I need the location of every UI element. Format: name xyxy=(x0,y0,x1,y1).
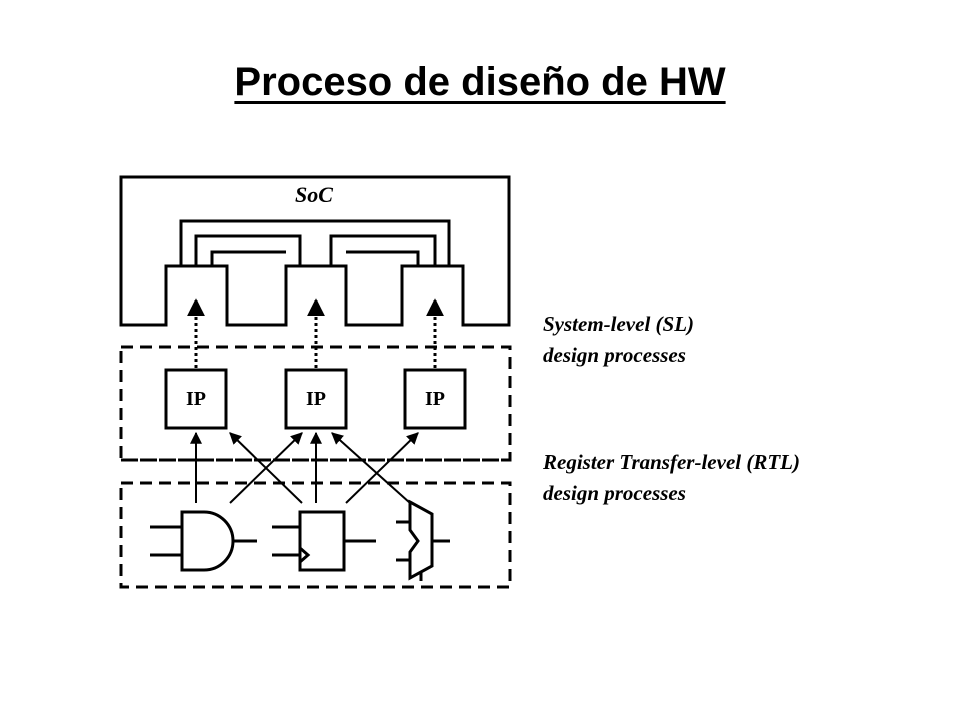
flip-flop-icon xyxy=(272,510,376,572)
ip-label: IP xyxy=(306,388,326,410)
ip-block: IP xyxy=(403,368,467,430)
mux-icon xyxy=(396,499,450,581)
sl-label-line1: System-level (SL) xyxy=(543,312,694,336)
rtl-to-ip-arrows xyxy=(190,431,419,504)
rtl-label-line1: Register Transfer-level (RTL) xyxy=(542,450,800,474)
ip-block: IP xyxy=(284,368,348,430)
arrow xyxy=(345,432,419,504)
slide-title: Proceso de diseño de HW xyxy=(234,60,726,104)
soc-outline xyxy=(119,175,511,327)
arrow xyxy=(331,432,411,504)
soc-interconnect xyxy=(179,219,451,266)
and-gate-icon xyxy=(150,510,257,572)
sl-label-line2: design processes xyxy=(543,343,686,367)
ip-to-soc-arrows xyxy=(187,298,444,368)
soc-label: SoC xyxy=(295,182,333,207)
rtl-label-line2: design processes xyxy=(543,481,686,505)
ip-block: IP xyxy=(164,368,228,430)
ip-label: IP xyxy=(186,388,206,410)
ip-label: IP xyxy=(425,388,445,410)
arrow xyxy=(229,432,303,504)
